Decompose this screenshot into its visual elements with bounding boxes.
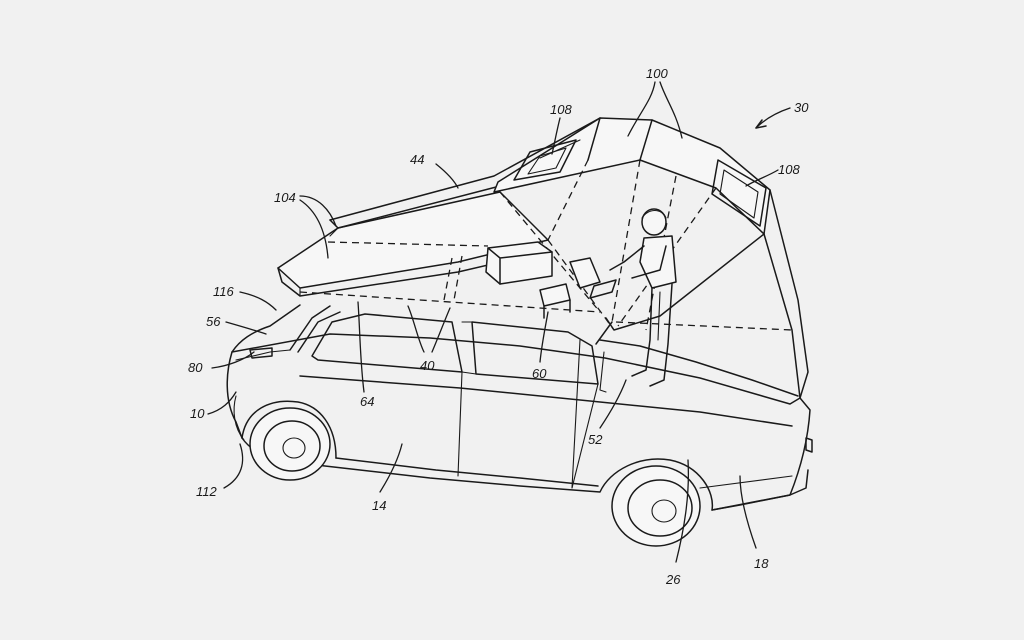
- label-52: 52: [588, 432, 603, 447]
- rear-wheel: [611, 465, 701, 547]
- label-40: 40: [420, 358, 435, 373]
- label-108-left: 108: [550, 102, 572, 117]
- label-26: 26: [665, 572, 681, 587]
- interior-furniture: [485, 241, 617, 319]
- label-44: 44: [410, 152, 424, 167]
- label-108-right: 108: [778, 162, 800, 177]
- vehicle-body: [226, 304, 813, 511]
- person-figure: [609, 208, 677, 387]
- label-14: 14: [372, 498, 386, 513]
- reference-labels: 100 30 108 108 44 104 116 56 80 10 112 6…: [188, 66, 809, 587]
- label-100: 100: [646, 66, 668, 81]
- front-wheel: [241, 400, 337, 481]
- label-116: 116: [213, 284, 234, 299]
- label-112: 112: [196, 484, 217, 499]
- label-60: 60: [532, 366, 547, 381]
- label-56: 56: [206, 314, 221, 329]
- label-64: 64: [360, 394, 374, 409]
- label-10: 10: [190, 406, 205, 421]
- label-30: 30: [794, 100, 809, 115]
- leader-lines: [207, 81, 791, 563]
- label-18: 18: [754, 556, 769, 571]
- label-80: 80: [188, 360, 203, 375]
- label-104: 104: [274, 190, 296, 205]
